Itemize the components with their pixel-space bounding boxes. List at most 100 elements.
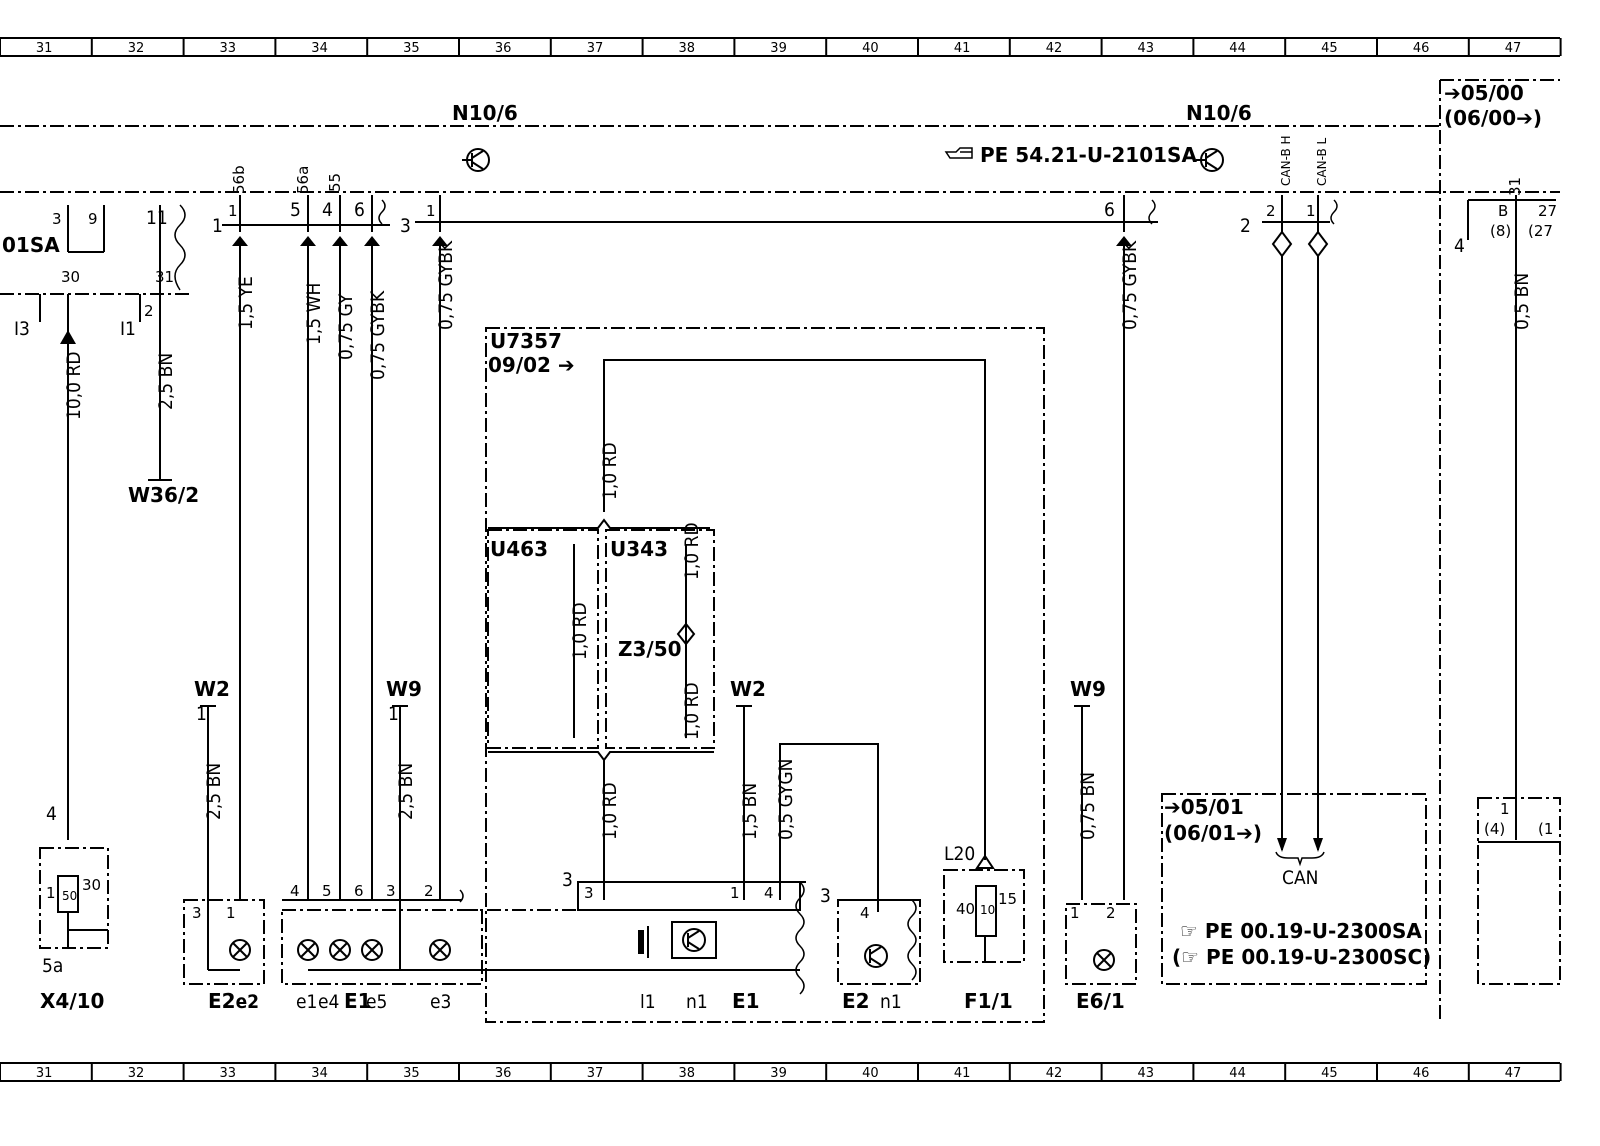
svg-text:3: 3 [386, 882, 396, 900]
module-label-n10-6-left: N10/6 [452, 101, 518, 125]
svg-text:(1: (1 [1538, 820, 1553, 838]
grid-column-bottom-label: 43 [1138, 1066, 1155, 1081]
svg-text:3: 3 [820, 885, 831, 907]
svg-text:B: B [1498, 202, 1508, 220]
svg-text:10: 10 [980, 903, 995, 917]
grid-column-bottom-label: 38 [679, 1066, 696, 1081]
reference-pe-sc: (☞ PE 00.19-U-2300SC) [1172, 945, 1431, 969]
svg-text:1: 1 [1306, 202, 1316, 220]
component-f1-1: F1/1 [964, 989, 1013, 1013]
grid-column-bottom-label: 40 [862, 1066, 879, 1081]
svg-text:Z3/50: Z3/50 [618, 637, 682, 661]
ground-w9-b: W9 [1070, 677, 1106, 701]
component-e6-1: E6/1 [1076, 989, 1125, 1013]
ground-w2-a: W2 [194, 677, 230, 701]
grid-column-top-label: 44 [1229, 41, 1246, 56]
svg-text:5a: 5a [42, 955, 63, 977]
wire-label-075gy: 0,75 GY [335, 293, 357, 360]
grid-column-top-label: 41 [954, 41, 971, 56]
grid-column-bottom-label: 36 [495, 1066, 512, 1081]
wire-label-075bn: 0,75 BN [1077, 772, 1099, 840]
svg-text:(27: (27 [1528, 222, 1553, 240]
svg-text:3: 3 [562, 869, 573, 891]
grid-column-top-label: 43 [1138, 41, 1155, 56]
svg-text:CAN-B H: CAN-B H [1279, 135, 1293, 186]
transistor-symbol-icon [1196, 148, 1224, 172]
svg-text:E1: E1 [732, 989, 760, 1013]
svg-text:1: 1 [388, 703, 399, 725]
svg-text:11: 11 [146, 207, 168, 229]
date-label-0601: (06/01➔) [1164, 821, 1262, 845]
transistor-symbol-icon [864, 944, 888, 968]
svg-text:30: 30 [82, 876, 101, 894]
reference-hand-icon [944, 147, 973, 159]
wire-label-15ye: 1,5 YE [235, 276, 257, 330]
svg-text:CAN-B L: CAN-B L [1315, 137, 1329, 186]
e1-lamp-group: 1 56a 55 5 4 6 1,5 WH 0,75 GY 0,75 GYBK … [222, 166, 1158, 1013]
reference-sa-fragment: 01SA [2, 233, 60, 257]
grid-column-bottom-label: 41 [954, 1066, 971, 1081]
svg-text:e3: e3 [430, 991, 451, 1013]
svg-text:4: 4 [322, 199, 333, 221]
svg-text:1: 1 [196, 703, 207, 725]
svg-text:n1: n1 [880, 991, 902, 1013]
u7357-date: 09/02 ➔ [488, 353, 575, 377]
component-x4-10: X4/10 [40, 989, 104, 1013]
grid-column-bottom-label: 37 [587, 1066, 604, 1081]
svg-text:4: 4 [860, 904, 870, 922]
svg-text:15: 15 [998, 890, 1017, 908]
svg-text:U343: U343 [610, 537, 668, 561]
grid-column-bottom-label: 46 [1413, 1066, 1430, 1081]
wire-label-15bn: 1,5 BN [739, 783, 761, 840]
svg-text:4: 4 [46, 803, 57, 825]
grid-column-bottom-label: 35 [403, 1066, 420, 1081]
svg-text:3: 3 [584, 884, 594, 902]
svg-text:6: 6 [1104, 199, 1115, 221]
grid-column-top-label: 35 [403, 41, 420, 56]
svg-text:5: 5 [290, 199, 301, 221]
svg-text:e5: e5 [366, 991, 387, 1013]
svg-text:1: 1 [730, 884, 740, 902]
wire-label-10rd-b: 1,0 RD [569, 602, 591, 660]
ground-w36-2: W36/2 [128, 483, 199, 507]
svg-text:E1: E1 [344, 989, 372, 1013]
grid-column-top-label: 34 [311, 41, 328, 56]
grid-column-top-label: 42 [1046, 41, 1063, 56]
grid-column-bottom-label: 44 [1229, 1066, 1246, 1081]
grid-column-bottom-label: 32 [128, 1066, 145, 1081]
grid-column-bottom-label: 47 [1505, 1066, 1522, 1081]
svg-text:3: 3 [192, 904, 202, 922]
svg-text:55: 55 [326, 173, 344, 192]
svg-text:1: 1 [212, 215, 223, 237]
svg-text:I3: I3 [14, 318, 30, 340]
grid-column-top-label: 32 [128, 41, 145, 56]
svg-text:6: 6 [354, 199, 365, 221]
grid-column-top-label: 39 [770, 41, 787, 56]
lamp-e1-icon [297, 939, 319, 961]
can-bus-group: CAN-B H CAN-B L 2 2 1 CAN ➔05/01 (06/01➔… [1161, 135, 1431, 985]
e2-lamp-group: 56b 1 1,5 YE W2 1 2,5 BN 3 1 E2e2 [183, 165, 265, 1013]
wire-label-25bn: 2,5 BN [155, 353, 177, 410]
svg-text:E2: E2 [842, 989, 870, 1013]
svg-text:56a: 56a [294, 166, 312, 194]
date-label-0500: ➔05/00 [1444, 81, 1524, 105]
svg-text:1: 1 [1500, 800, 1510, 818]
wire-label-25bn-b: 2,5 BN [203, 763, 225, 820]
date-label-0600: (06/00➔) [1444, 106, 1542, 130]
svg-text:1: 1 [46, 884, 56, 902]
svg-text:9: 9 [88, 210, 98, 228]
component-e2: E2e2 [208, 989, 259, 1013]
wire-label-05gygn: 0,5 GYGN [775, 759, 797, 840]
grid-column-bottom-label: 45 [1321, 1066, 1338, 1081]
svg-text:(4): (4) [1484, 820, 1505, 838]
module-label-n10-6-right: N10/6 [1186, 101, 1252, 125]
svg-text:40: 40 [956, 900, 975, 918]
grid-column-top-label: 36 [495, 41, 512, 56]
svg-text:L20: L20 [944, 843, 975, 865]
wire-label-075gybk-a: 0,75 GYBK [367, 290, 389, 380]
grid-column-top-label: 45 [1321, 41, 1338, 56]
svg-text:56b: 56b [230, 165, 248, 194]
